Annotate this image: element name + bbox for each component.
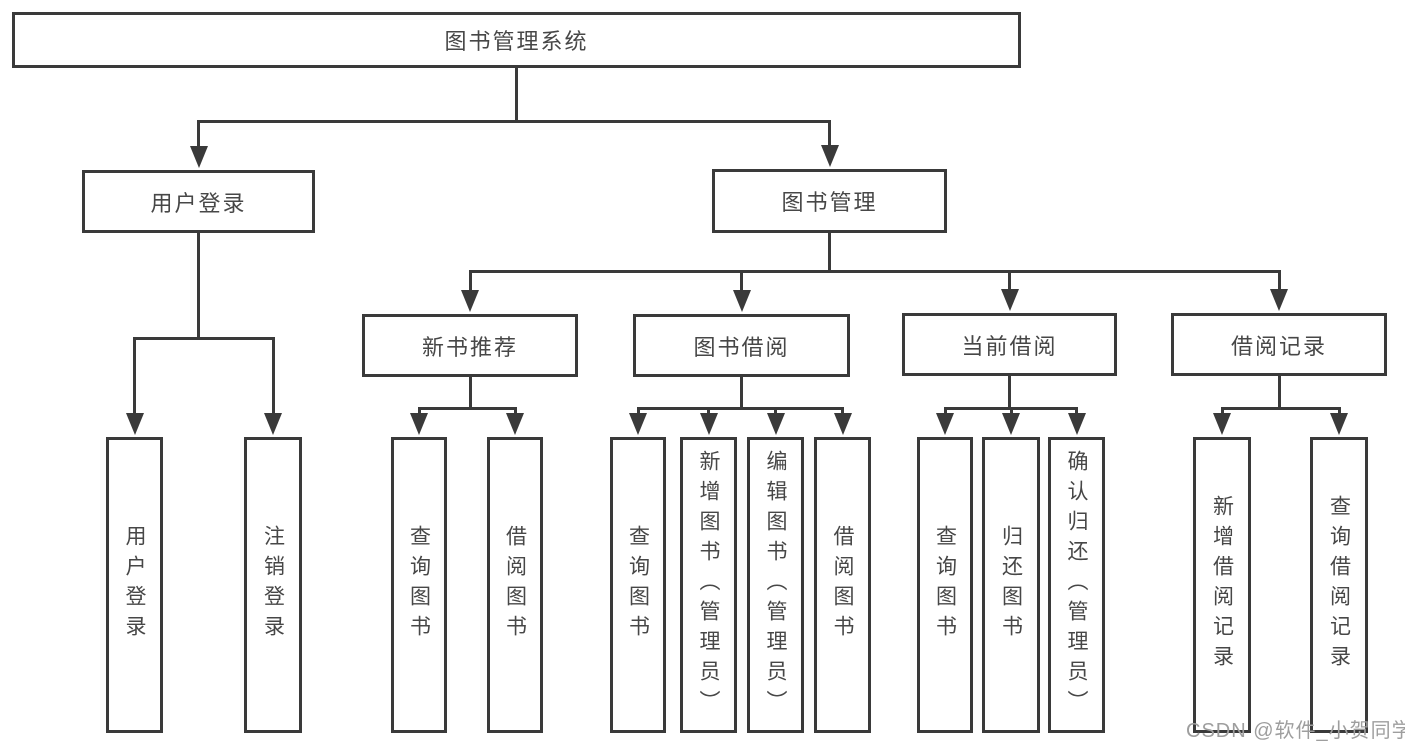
node-new-book-rec: 新书推荐 [362, 314, 578, 377]
connector-drop-nb-borrow [513, 410, 517, 413]
connector-drop-login [133, 340, 136, 413]
connector-drop-borrow-records [1277, 273, 1281, 289]
arrowhead-book-mgmt [820, 145, 839, 167]
node-label-cb-query: 查询图书 [933, 525, 957, 645]
node-root: 图书管理系统 [12, 12, 1021, 68]
arrowhead-cb-return [1002, 413, 1020, 435]
arrowhead-login [125, 413, 144, 435]
arrowhead-new-book-rec [461, 290, 479, 312]
arrowhead-bb-borrow [833, 413, 852, 435]
connector-drop-logout [271, 340, 275, 413]
node-user-login: 用户登录 [82, 170, 315, 233]
node-br-add: 新增借阅记录 [1193, 437, 1251, 733]
connector-drop-cb-confirm [1075, 410, 1078, 413]
arrowhead-nb-query [410, 413, 428, 435]
connector-drop-bb-borrow [841, 410, 844, 413]
node-bb-add: 新增图书（管理员） [680, 437, 737, 733]
arrowhead-logout [264, 413, 282, 435]
connector-drop-current-borrow [1008, 273, 1011, 289]
arrowhead-nb-borrow [506, 413, 524, 435]
node-label-logout: 注销登录 [261, 525, 285, 645]
node-bb-edit: 编辑图书（管理员） [747, 437, 804, 733]
connector-stem-book-borrow [740, 377, 743, 410]
connector-stem-book-mgmt [828, 233, 831, 273]
connector-drop-book-borrow [740, 273, 743, 290]
arrowhead-bb-add [699, 413, 718, 435]
connector-drop-new-book-rec [468, 273, 472, 290]
connector-rail-current-borrow [943, 407, 1078, 410]
connector-drop-cb-return [1009, 410, 1013, 413]
connector-drop-user-login [197, 123, 200, 146]
node-cb-confirm: 确认归还（管理员） [1048, 437, 1105, 733]
watermark: CSDN @软件_小贺同学 [1186, 720, 1405, 742]
connector-drop-nb-query [417, 410, 421, 413]
node-bb-borrow: 借阅图书 [814, 437, 871, 733]
arrowhead-bb-query [629, 413, 647, 435]
node-borrow-records: 借阅记录 [1171, 313, 1387, 376]
node-label-root: 图书管理系统 [444, 29, 589, 54]
node-login: 用户登录 [106, 437, 163, 733]
node-label-br-query: 查询借阅记录 [1327, 495, 1351, 675]
node-label-nb-borrow: 借阅图书 [503, 525, 527, 645]
node-label-bb-query: 查询图书 [626, 525, 650, 645]
node-label-borrow-records: 借阅记录 [1230, 333, 1327, 359]
node-label-user-login: 用户登录 [150, 190, 247, 216]
arrowhead-user-login [189, 146, 208, 168]
arrowhead-br-query [1330, 413, 1348, 435]
node-label-bb-edit: 编辑图书（管理员） [764, 450, 787, 720]
node-label-book-borrow: 图书借阅 [693, 334, 790, 360]
arrowhead-current-borrow [1000, 289, 1019, 311]
connector-rail-new-book-rec [417, 407, 517, 410]
connector-drop-bb-query [636, 410, 640, 413]
connector-rail-book-borrow [636, 407, 844, 410]
connector-drop-bb-add [707, 410, 710, 413]
node-label-br-add: 新增借阅记录 [1210, 495, 1234, 675]
node-nb-borrow: 借阅图书 [487, 437, 543, 733]
connector-stem-user-login [197, 233, 200, 340]
node-book-borrow: 图书借阅 [633, 314, 850, 377]
arrowhead-br-add [1213, 413, 1231, 435]
connector-stem-borrow-records [1277, 376, 1281, 410]
node-label-cb-confirm: 确认归还（管理员） [1065, 450, 1088, 720]
node-label-login: 用户登录 [123, 525, 146, 645]
node-br-query: 查询借阅记录 [1310, 437, 1368, 733]
arrowhead-cb-confirm [1067, 413, 1086, 435]
connector-stem-root [515, 68, 518, 123]
node-label-bb-borrow: 借阅图书 [831, 525, 854, 645]
node-label-new-book-rec: 新书推荐 [421, 334, 518, 360]
node-label-nb-query: 查询图书 [407, 525, 431, 645]
node-nb-query: 查询图书 [391, 437, 447, 733]
node-logout: 注销登录 [244, 437, 302, 733]
node-cb-query: 查询图书 [917, 437, 973, 733]
connector-rail-user-login [133, 337, 275, 340]
node-book-mgmt: 图书管理 [712, 169, 947, 233]
connector-drop-book-mgmt [828, 123, 831, 145]
node-label-bb-add: 新增图书（管理员） [697, 450, 720, 720]
node-label-cb-return: 归还图书 [999, 525, 1023, 645]
connector-rail-root [197, 120, 831, 123]
arrowhead-cb-query [936, 413, 954, 435]
node-cb-return: 归还图书 [982, 437, 1040, 733]
node-label-current-borrow: 当前借阅 [961, 333, 1058, 359]
connector-drop-br-query [1337, 410, 1341, 413]
connector-drop-bb-edit [774, 410, 777, 413]
arrowhead-book-borrow [732, 290, 751, 312]
arrowhead-bb-edit [766, 413, 785, 435]
connector-stem-new-book-rec [468, 377, 472, 410]
connector-drop-cb-query [943, 410, 947, 413]
connector-stem-current-borrow [1008, 376, 1011, 410]
connector-drop-br-add [1220, 410, 1224, 413]
connector-rail-borrow-records [1220, 407, 1341, 410]
arrowhead-borrow-records [1270, 289, 1288, 311]
node-label-book-mgmt: 图书管理 [781, 190, 878, 215]
node-bb-query: 查询图书 [610, 437, 666, 733]
node-current-borrow: 当前借阅 [902, 313, 1117, 376]
connector-rail-book-mgmt [468, 270, 1281, 273]
